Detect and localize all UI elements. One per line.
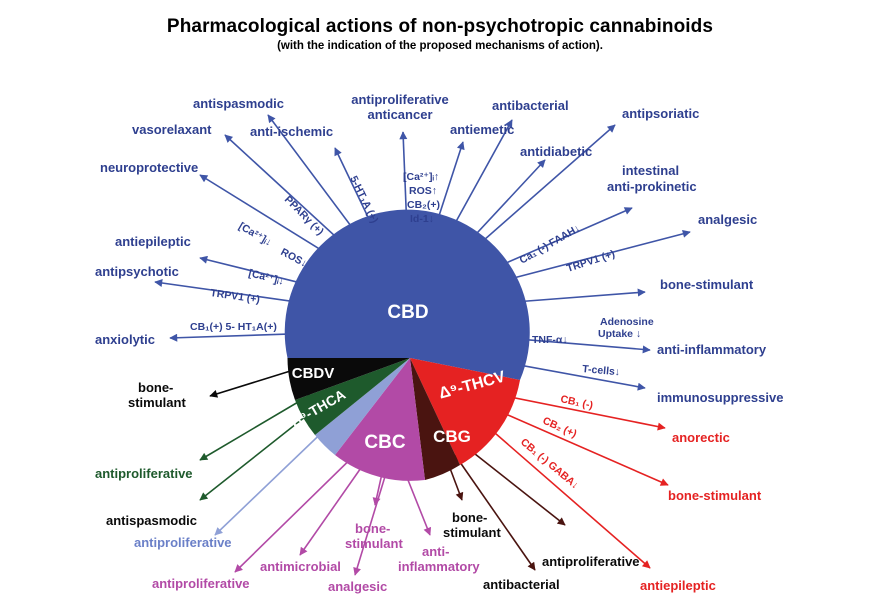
action-antidiabetic: antidiabetic: [520, 144, 592, 159]
action-analgesic: analgesic: [698, 212, 757, 227]
thcv-bone-stimulant: bone-stimulant: [668, 488, 762, 503]
mech-id1: Id-1↓: [410, 213, 434, 225]
mech-5ht1a: 5-HT₁A (+): [347, 174, 380, 225]
cbdv-bone-1: bone-: [138, 380, 173, 395]
cbdv-bone-2: stimulant: [128, 395, 186, 410]
arrow-thca-antispas: [199, 404, 321, 501]
mech-thcv-cb1: CB₁ (-): [559, 393, 594, 412]
segment-cbd: [284, 209, 530, 380]
arrow-cbc-antimicrobial: [299, 454, 371, 556]
action-bone-stimulant: bone-stimulant: [660, 277, 754, 292]
pie: [284, 209, 530, 481]
mech-ca-down-left: [Ca²⁺]ᵢ↓: [247, 267, 285, 287]
diagram-subtitle: (with the indication of the proposed mec…: [277, 40, 603, 52]
mech-cb2: CB₂(+): [407, 199, 440, 211]
mech-trpv1-left: TRPV1 (+): [210, 287, 261, 306]
mech-ca-down-upper: [Ca²⁺]ᵢ↓: [237, 220, 274, 248]
action-antipsychotic: antipsychotic: [95, 264, 179, 279]
diagram-title: Pharmacological actions of non-psychotro…: [166, 16, 714, 37]
label-cbd: CBD: [387, 302, 428, 323]
segment-thcv: [410, 358, 520, 465]
cbc-antiinfl-1: anti-: [422, 544, 449, 559]
label-cbg: CBG: [433, 427, 471, 446]
arrow-thcv-antiepileptic: [479, 419, 651, 569]
arrow-cbg-antiprolif: [469, 449, 566, 526]
mech-trpv1-right: TRPV1 (+): [565, 248, 616, 275]
arrow-cbdv-bone: [209, 367, 301, 398]
mech-thcv-cb1-gaba: CB₁ (-) GABA↓: [518, 436, 581, 491]
cbc-antimicrobial: antimicrobial: [260, 559, 341, 574]
mech-adenosine: Adenosine: [600, 316, 654, 328]
thca-antiprolif: antiproliferative: [95, 466, 193, 481]
mech-tnf: TNF-α↓: [532, 334, 568, 346]
other-action-labels: bone- stimulant antiproliferative antisp…: [95, 380, 762, 594]
action-intestinal: intestinal: [622, 163, 679, 178]
action-antipsoriatic: antipsoriatic: [622, 106, 699, 121]
action-antispasmodic: antispasmodic: [193, 96, 284, 111]
segment-cbc: [335, 358, 425, 481]
action-neuroprotective: neuroprotective: [100, 160, 198, 175]
mech-thcv-cb2: CB₂ (+): [541, 415, 579, 441]
thcv-mechanism-labels: CB₁ (-) CB₂ (+) CB₁ (-) GABA↓: [518, 393, 594, 491]
action-antiepileptic: antiepileptic: [115, 234, 191, 249]
action-anti-prokinetic: anti-prokinetic: [607, 179, 697, 194]
mech-ca-up: [Ca²⁺]ᵢ↑: [403, 171, 439, 183]
arrow-thca-light: [214, 419, 336, 536]
cbc-bone-1: bone-: [355, 521, 390, 536]
arrow-thca-antiprolif: [199, 394, 311, 461]
mech-ppar: PPARγ (+): [282, 194, 326, 238]
action-anti-ischemic: anti-ischemic: [250, 124, 333, 139]
cbc-antiinfl-2: inflammatory: [398, 559, 480, 574]
arrow-cbc-analgesic: [353, 459, 391, 576]
action-immunosuppressive: immunosuppressive: [657, 390, 783, 405]
segment-cbg: [410, 358, 460, 480]
cbg-antibacterial: antibacterial: [483, 577, 560, 592]
cbg-antiprolif: antiproliferative: [542, 554, 640, 569]
action-antiproliferative: antiproliferative: [351, 92, 449, 107]
segment-thca: [295, 358, 410, 435]
cbc-analgesic: analgesic: [328, 579, 387, 594]
mech-cb1-5ht1a: CB₁(+) 5- HT₁A(+): [190, 321, 277, 333]
cbg-bone-2: stimulant: [443, 525, 501, 540]
action-anticancer: anticancer: [367, 107, 432, 122]
segment-cbdv: [287, 358, 410, 400]
cbg-bone-1: bone-: [452, 510, 487, 525]
arrow-thcv-bone: [484, 404, 669, 486]
mech-ros-down: ROS↓: [279, 246, 309, 270]
cbc-antiprolif: antiproliferative: [152, 576, 250, 591]
mech-tcells: T-cells↓: [582, 363, 621, 378]
cbd-action-labels: anxiolytic antipsychotic antiepileptic n…: [95, 92, 783, 405]
action-antibacterial: antibacterial: [492, 98, 569, 113]
label-cbc: CBC: [364, 432, 405, 453]
mech-ros-up: ROS↑: [409, 185, 437, 197]
thcv-antiepileptic: antiepileptic: [640, 578, 716, 593]
mech-uptake: Uptake ↓: [598, 328, 641, 340]
mech-ca1-faah: Ca₁ (-) FAAH↓: [518, 222, 583, 266]
segment-thca-light: [315, 358, 410, 455]
thcv-anorectic: anorectic: [672, 430, 730, 445]
arrow-cbg-antibacterial: [454, 454, 536, 571]
cbc-bone-2: stimulant: [345, 536, 403, 551]
action-anti-inflammatory: anti-inflammatory: [657, 342, 767, 357]
label-cbdv: CBDV: [292, 365, 335, 382]
thca-light-antiprolif: antiproliferative: [134, 535, 232, 550]
action-anxiolytic: anxiolytic: [95, 332, 155, 347]
action-antiemetic: antiemetic: [450, 122, 514, 137]
action-vasorelaxant: vasorelaxant: [132, 122, 212, 137]
thca-antispas: antispasmodic: [106, 513, 197, 528]
